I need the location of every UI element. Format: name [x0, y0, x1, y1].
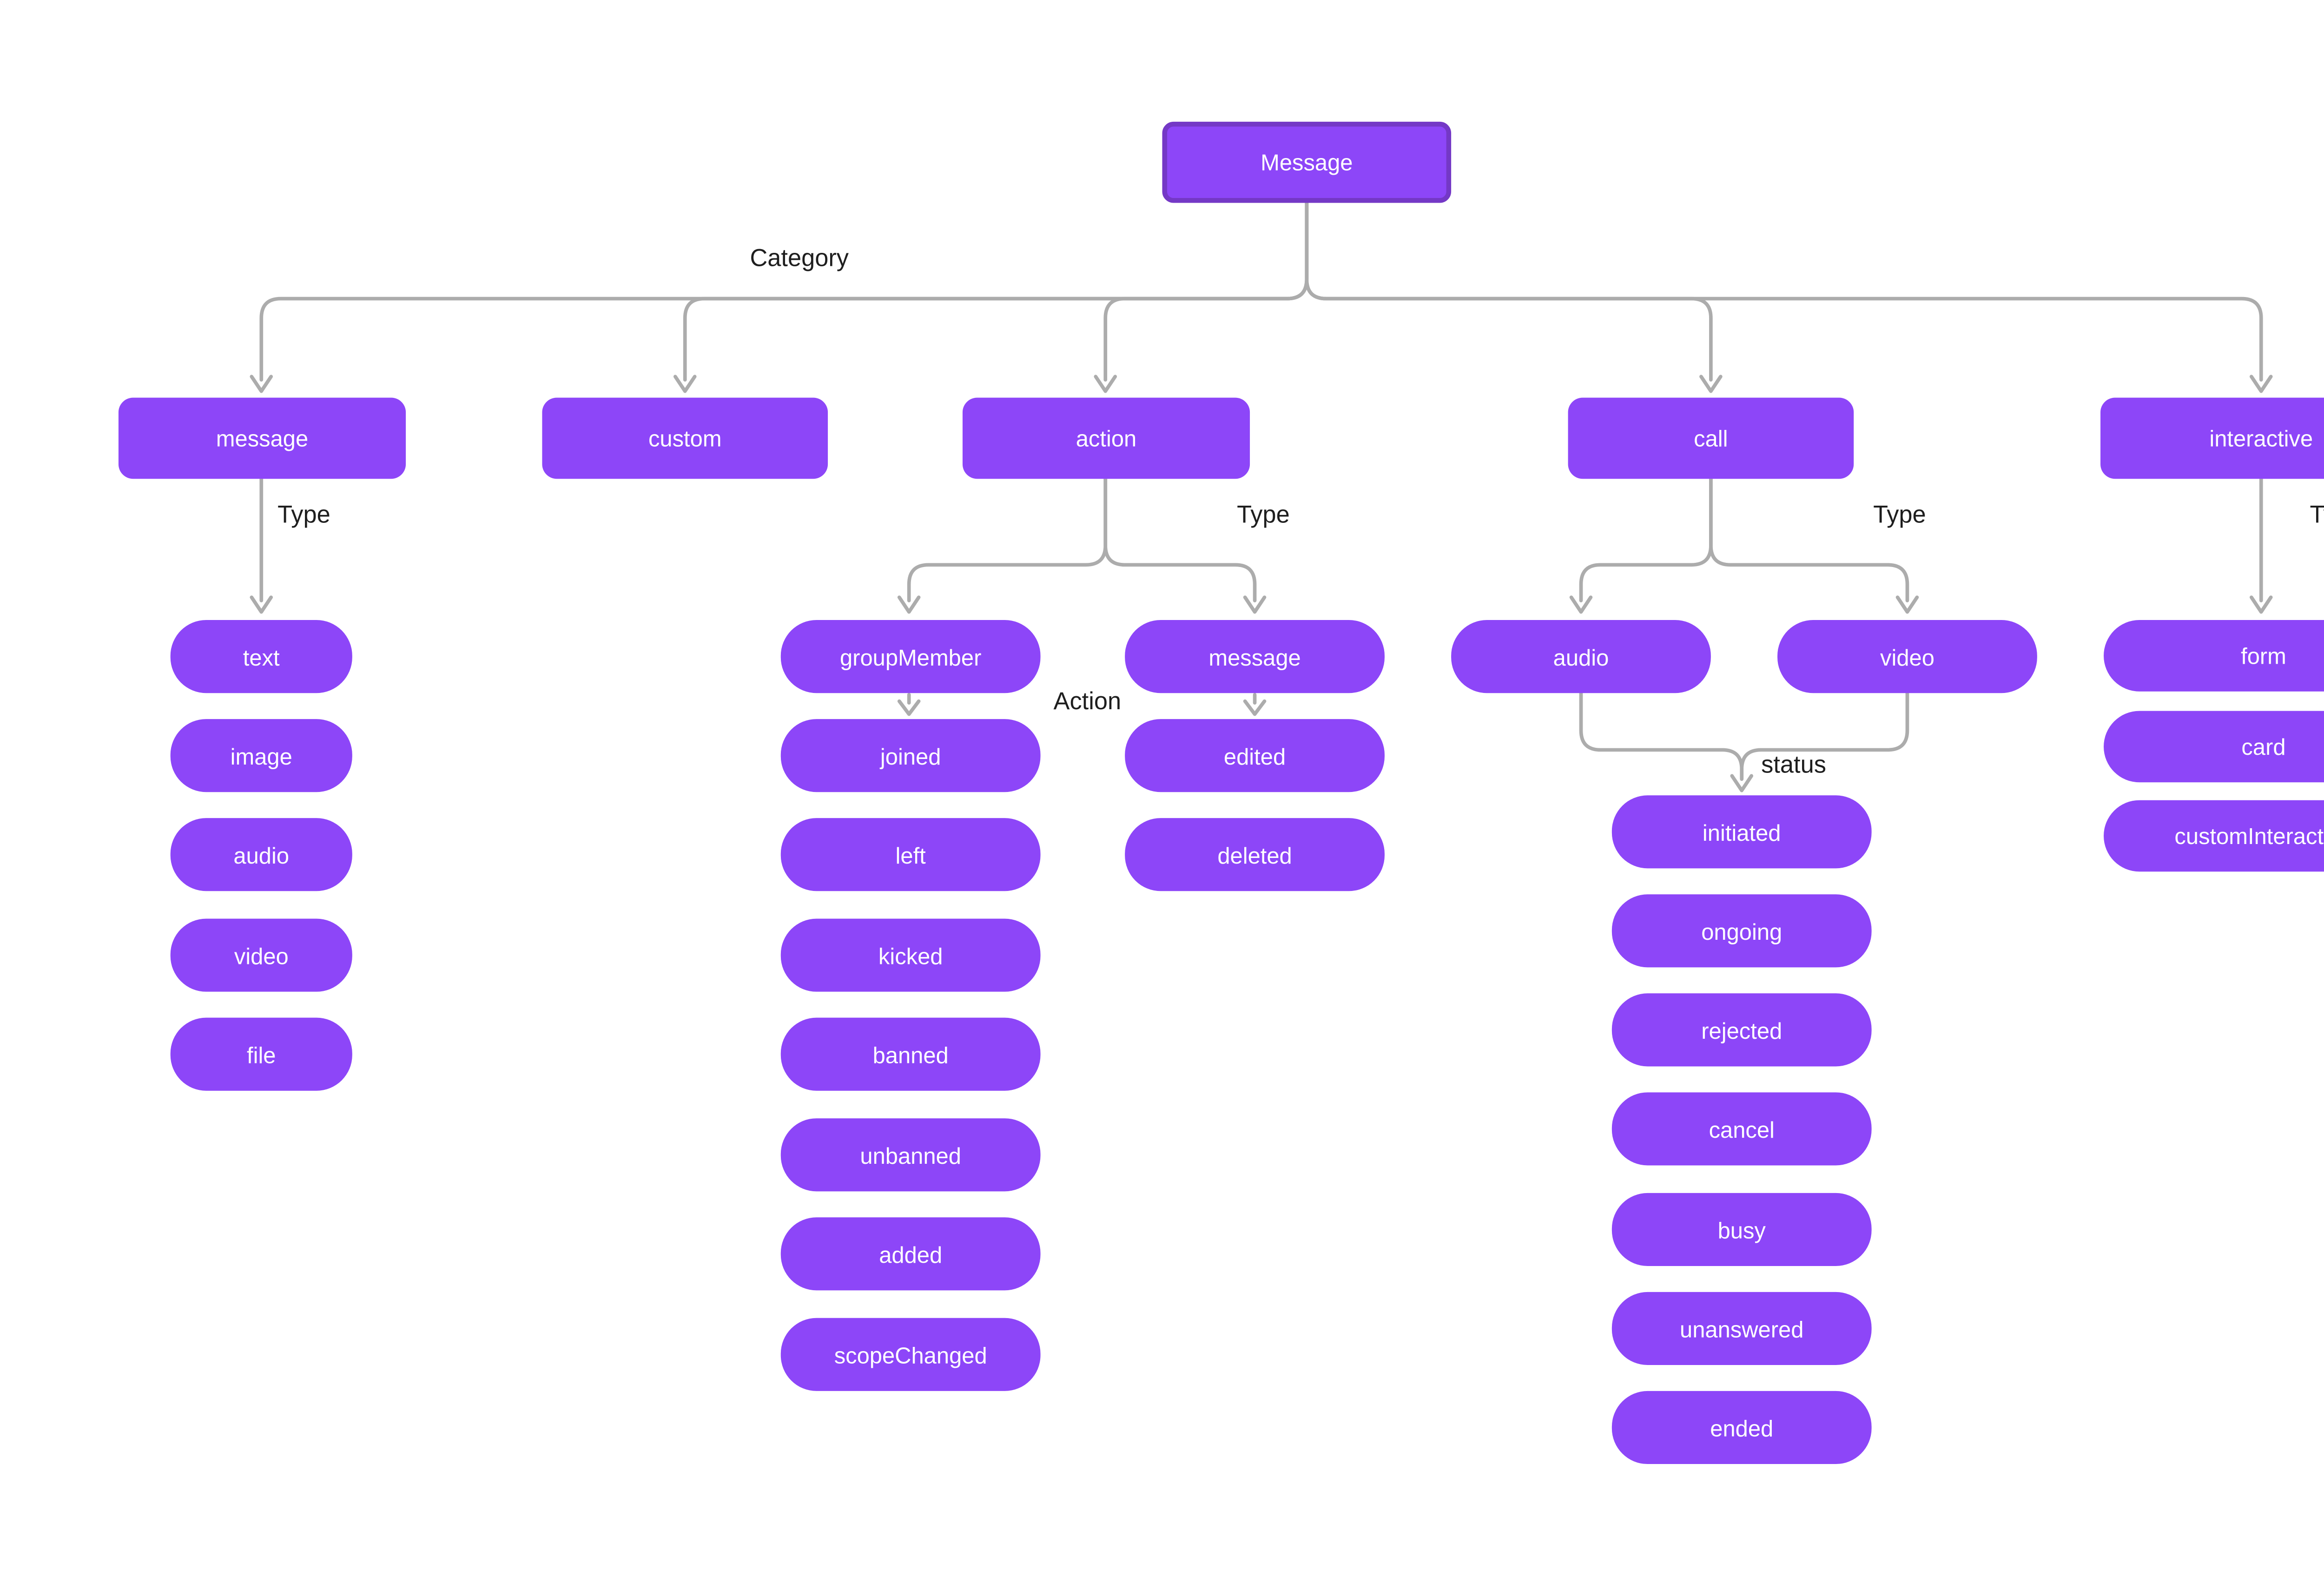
arrowhead [1243, 595, 1267, 614]
node-audio[interactable]: audio [170, 818, 352, 891]
node-scope-changed[interactable]: scopeChanged [780, 1318, 1041, 1391]
connector-action-to-groupmember [907, 477, 1108, 602]
node-group-member[interactable]: groupMember [780, 620, 1041, 693]
edge-label-type-interactive: Type [2310, 501, 2324, 529]
arrowhead [673, 375, 697, 393]
node-deleted[interactable]: deleted [1125, 818, 1385, 891]
node-ended[interactable]: ended [1611, 1391, 1872, 1464]
arrowhead [250, 595, 273, 614]
node-card[interactable]: card [2104, 711, 2324, 783]
node-edited[interactable]: edited [1125, 719, 1385, 792]
arrowhead [1699, 375, 1723, 393]
node-left[interactable]: left [780, 818, 1041, 891]
edge-label-category: Category [750, 245, 849, 273]
connector-action-to-message [1103, 477, 1257, 602]
arrowhead [897, 595, 921, 614]
arrowhead [1730, 774, 1754, 792]
connector-root-to-interactive [1305, 201, 2263, 382]
node-unbanned[interactable]: unbanned [780, 1118, 1041, 1192]
edge-label-type-call: Type [1873, 501, 1926, 529]
node-text[interactable]: text [170, 620, 352, 693]
node-category-message[interactable]: message [118, 397, 406, 479]
node-video[interactable]: video [170, 918, 352, 992]
connector-call-to-video [1709, 477, 1909, 602]
node-unanswered[interactable]: unanswered [1611, 1292, 1872, 1365]
arrowhead [1895, 595, 1919, 614]
node-call-audio[interactable]: audio [1451, 620, 1711, 693]
node-custom-interactive[interactable]: customInteractive [2104, 800, 2324, 872]
arrowhead [1569, 595, 1593, 614]
arrowhead [1094, 375, 1117, 393]
arrowhead [250, 375, 273, 393]
edge-label-action: Action [1053, 688, 1122, 716]
arrowhead [1243, 699, 1267, 716]
connector-root-to-call [1305, 201, 1713, 382]
connector-root-to-action [1103, 201, 1309, 382]
node-category-call[interactable]: call [1568, 397, 1854, 479]
arrowhead [2249, 375, 2273, 393]
arrowhead [897, 699, 921, 716]
node-category-interactive[interactable]: interactive [2100, 397, 2324, 479]
node-root-message[interactable]: Message [1162, 121, 1452, 203]
edge-label-type-action: Type [1237, 501, 1290, 529]
node-category-custom[interactable]: custom [542, 397, 828, 479]
node-kicked[interactable]: kicked [780, 918, 1041, 992]
node-category-action[interactable]: action [962, 397, 1250, 479]
connector-root-to-custom [683, 201, 1309, 382]
connector-root-to-message [259, 201, 1309, 382]
node-form[interactable]: form [2104, 620, 2324, 692]
edge-label-status: status [1761, 751, 1826, 779]
node-call-video[interactable]: video [1777, 620, 2037, 693]
edge-label-type-message: Type [277, 501, 330, 529]
node-image[interactable]: image [170, 719, 352, 792]
connector-audio-to-status [1579, 691, 1744, 781]
node-banned[interactable]: banned [780, 1017, 1041, 1091]
arrowhead [2249, 595, 2273, 614]
node-ongoing[interactable]: ongoing [1611, 894, 1872, 968]
node-file[interactable]: file [170, 1017, 352, 1091]
connector-call-to-audio [1579, 477, 1713, 602]
node-added[interactable]: added [780, 1217, 1041, 1291]
node-joined[interactable]: joined [780, 719, 1041, 792]
node-rejected[interactable]: rejected [1611, 993, 1872, 1067]
node-initiated[interactable]: initiated [1611, 795, 1872, 869]
node-busy[interactable]: busy [1611, 1193, 1872, 1266]
node-cancel[interactable]: cancel [1611, 1092, 1872, 1166]
node-action-message[interactable]: message [1125, 620, 1385, 693]
